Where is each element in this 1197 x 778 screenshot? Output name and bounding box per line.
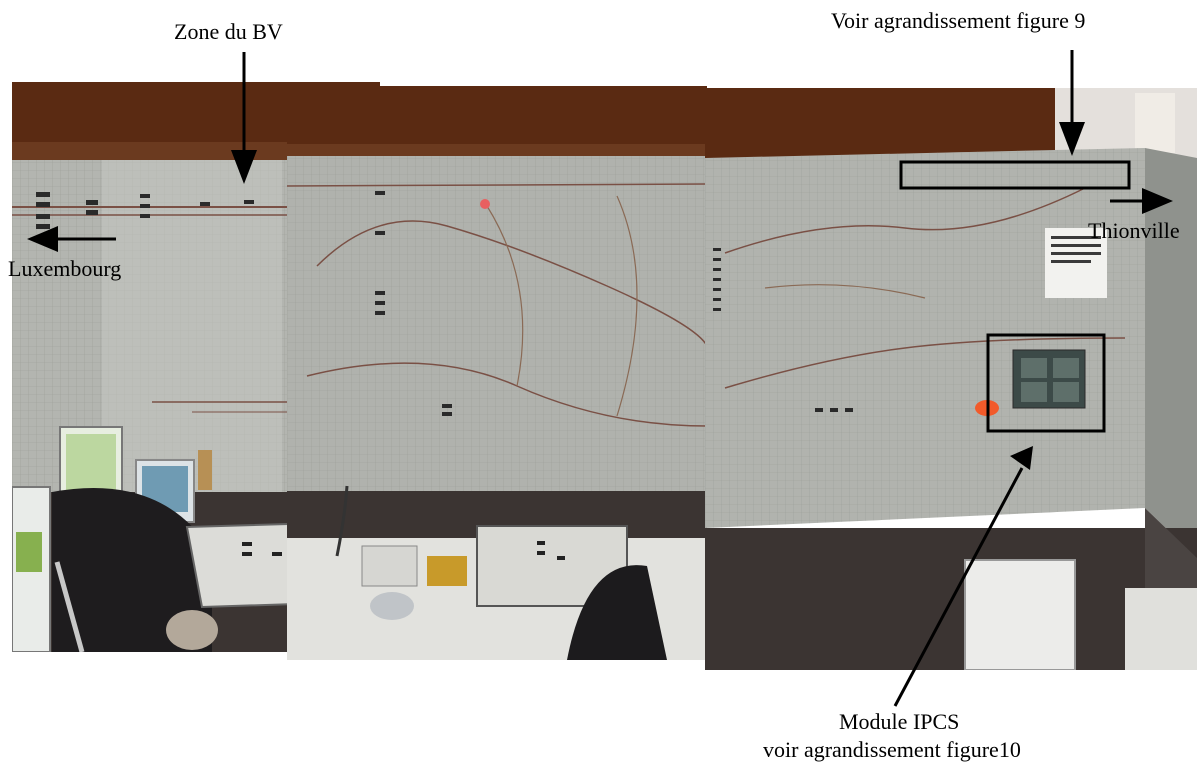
- zone-bv-arrow: [231, 52, 257, 184]
- luxembourg-arrow: [27, 226, 116, 252]
- thionville-arrow: [1110, 188, 1173, 214]
- photo-middle: [287, 86, 707, 660]
- voir-figure-10-label: voir agrandissement figure10: [763, 737, 1021, 762]
- ipcs-module-highlight-box: [986, 333, 1106, 433]
- zone-bv-label: Zone du BV: [174, 19, 283, 44]
- module-ipcs-label: Module IPCS: [839, 709, 960, 734]
- voir-figure-9-label: Voir agrandissement figure 9: [831, 8, 1086, 33]
- figure-9-highlight-box: [899, 160, 1131, 190]
- photo-right: [705, 88, 1197, 670]
- luxembourg-label: Luxembourg: [8, 256, 122, 281]
- ipcs-arrow: [893, 446, 1033, 707]
- figure-9-arrow: [1059, 50, 1085, 156]
- thionville-label: Thionville: [1088, 218, 1180, 243]
